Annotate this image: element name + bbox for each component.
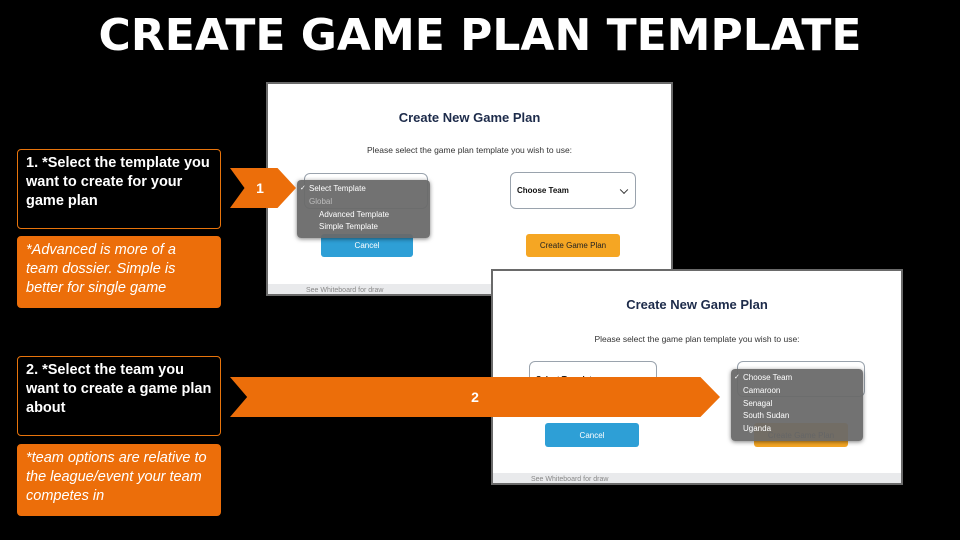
dialog-title: Create New Game Plan xyxy=(626,297,768,312)
team-select-value: Choose Team xyxy=(517,186,569,195)
step-2-note: *team options are relative to the league… xyxy=(17,444,221,516)
menu-option-simple-template[interactable]: Simple Template xyxy=(319,222,378,232)
template-dropdown-menu[interactable]: Select Template Global Advanced Template… xyxy=(297,180,430,238)
dialog-title: Create New Game Plan xyxy=(398,110,541,125)
background-strip: See Whiteboard for draw xyxy=(493,473,901,483)
step-1-note: *Advanced is more of a team dossier. Sim… xyxy=(17,236,221,308)
create-game-plan-button[interactable]: Create Game Plan xyxy=(526,234,620,257)
step-2-callout: 2. *Select the team you want to create a… xyxy=(17,356,221,436)
menu-option-select-template[interactable]: Select Template xyxy=(297,183,430,196)
menu-group-global: Global xyxy=(309,196,333,206)
step-2-arrow: 2 xyxy=(230,377,720,417)
menu-option-camaroon[interactable]: Camaroon xyxy=(743,385,781,395)
menu-option-uganda[interactable]: Uganda xyxy=(743,424,772,434)
menu-option-south-sudan[interactable]: South Sudan xyxy=(743,411,790,421)
cancel-button[interactable]: Cancel xyxy=(321,234,413,257)
background-strip: See Whiteboard for draw xyxy=(268,284,671,294)
dialog-subtitle: Please select the game plan template you… xyxy=(366,145,573,155)
dialog-subtitle: Please select the game plan template you… xyxy=(594,334,800,344)
menu-option-choose-team[interactable]: Choose Team xyxy=(731,372,863,385)
chevron-down-icon xyxy=(619,185,629,194)
cancel-button[interactable]: Cancel xyxy=(545,423,639,447)
page-title: CREATE GAME PLAN TEMPLATE xyxy=(98,10,862,61)
team-select[interactable]: Choose Team xyxy=(510,172,636,209)
step-1-callout: 1. *Select the template you want to crea… xyxy=(17,149,221,229)
background-strip-text: See Whiteboard for draw xyxy=(306,287,384,294)
menu-option-advanced-template[interactable]: Advanced Template xyxy=(319,209,390,219)
menu-option-senagal[interactable]: Senagal xyxy=(743,398,773,408)
team-dropdown-menu[interactable]: Choose Team Camaroon Senagal South Sudan… xyxy=(731,369,863,441)
screenshot-template-select: Create New Game Plan Please select the g… xyxy=(266,82,673,296)
background-strip-text: See Whiteboard for draw xyxy=(531,476,609,483)
